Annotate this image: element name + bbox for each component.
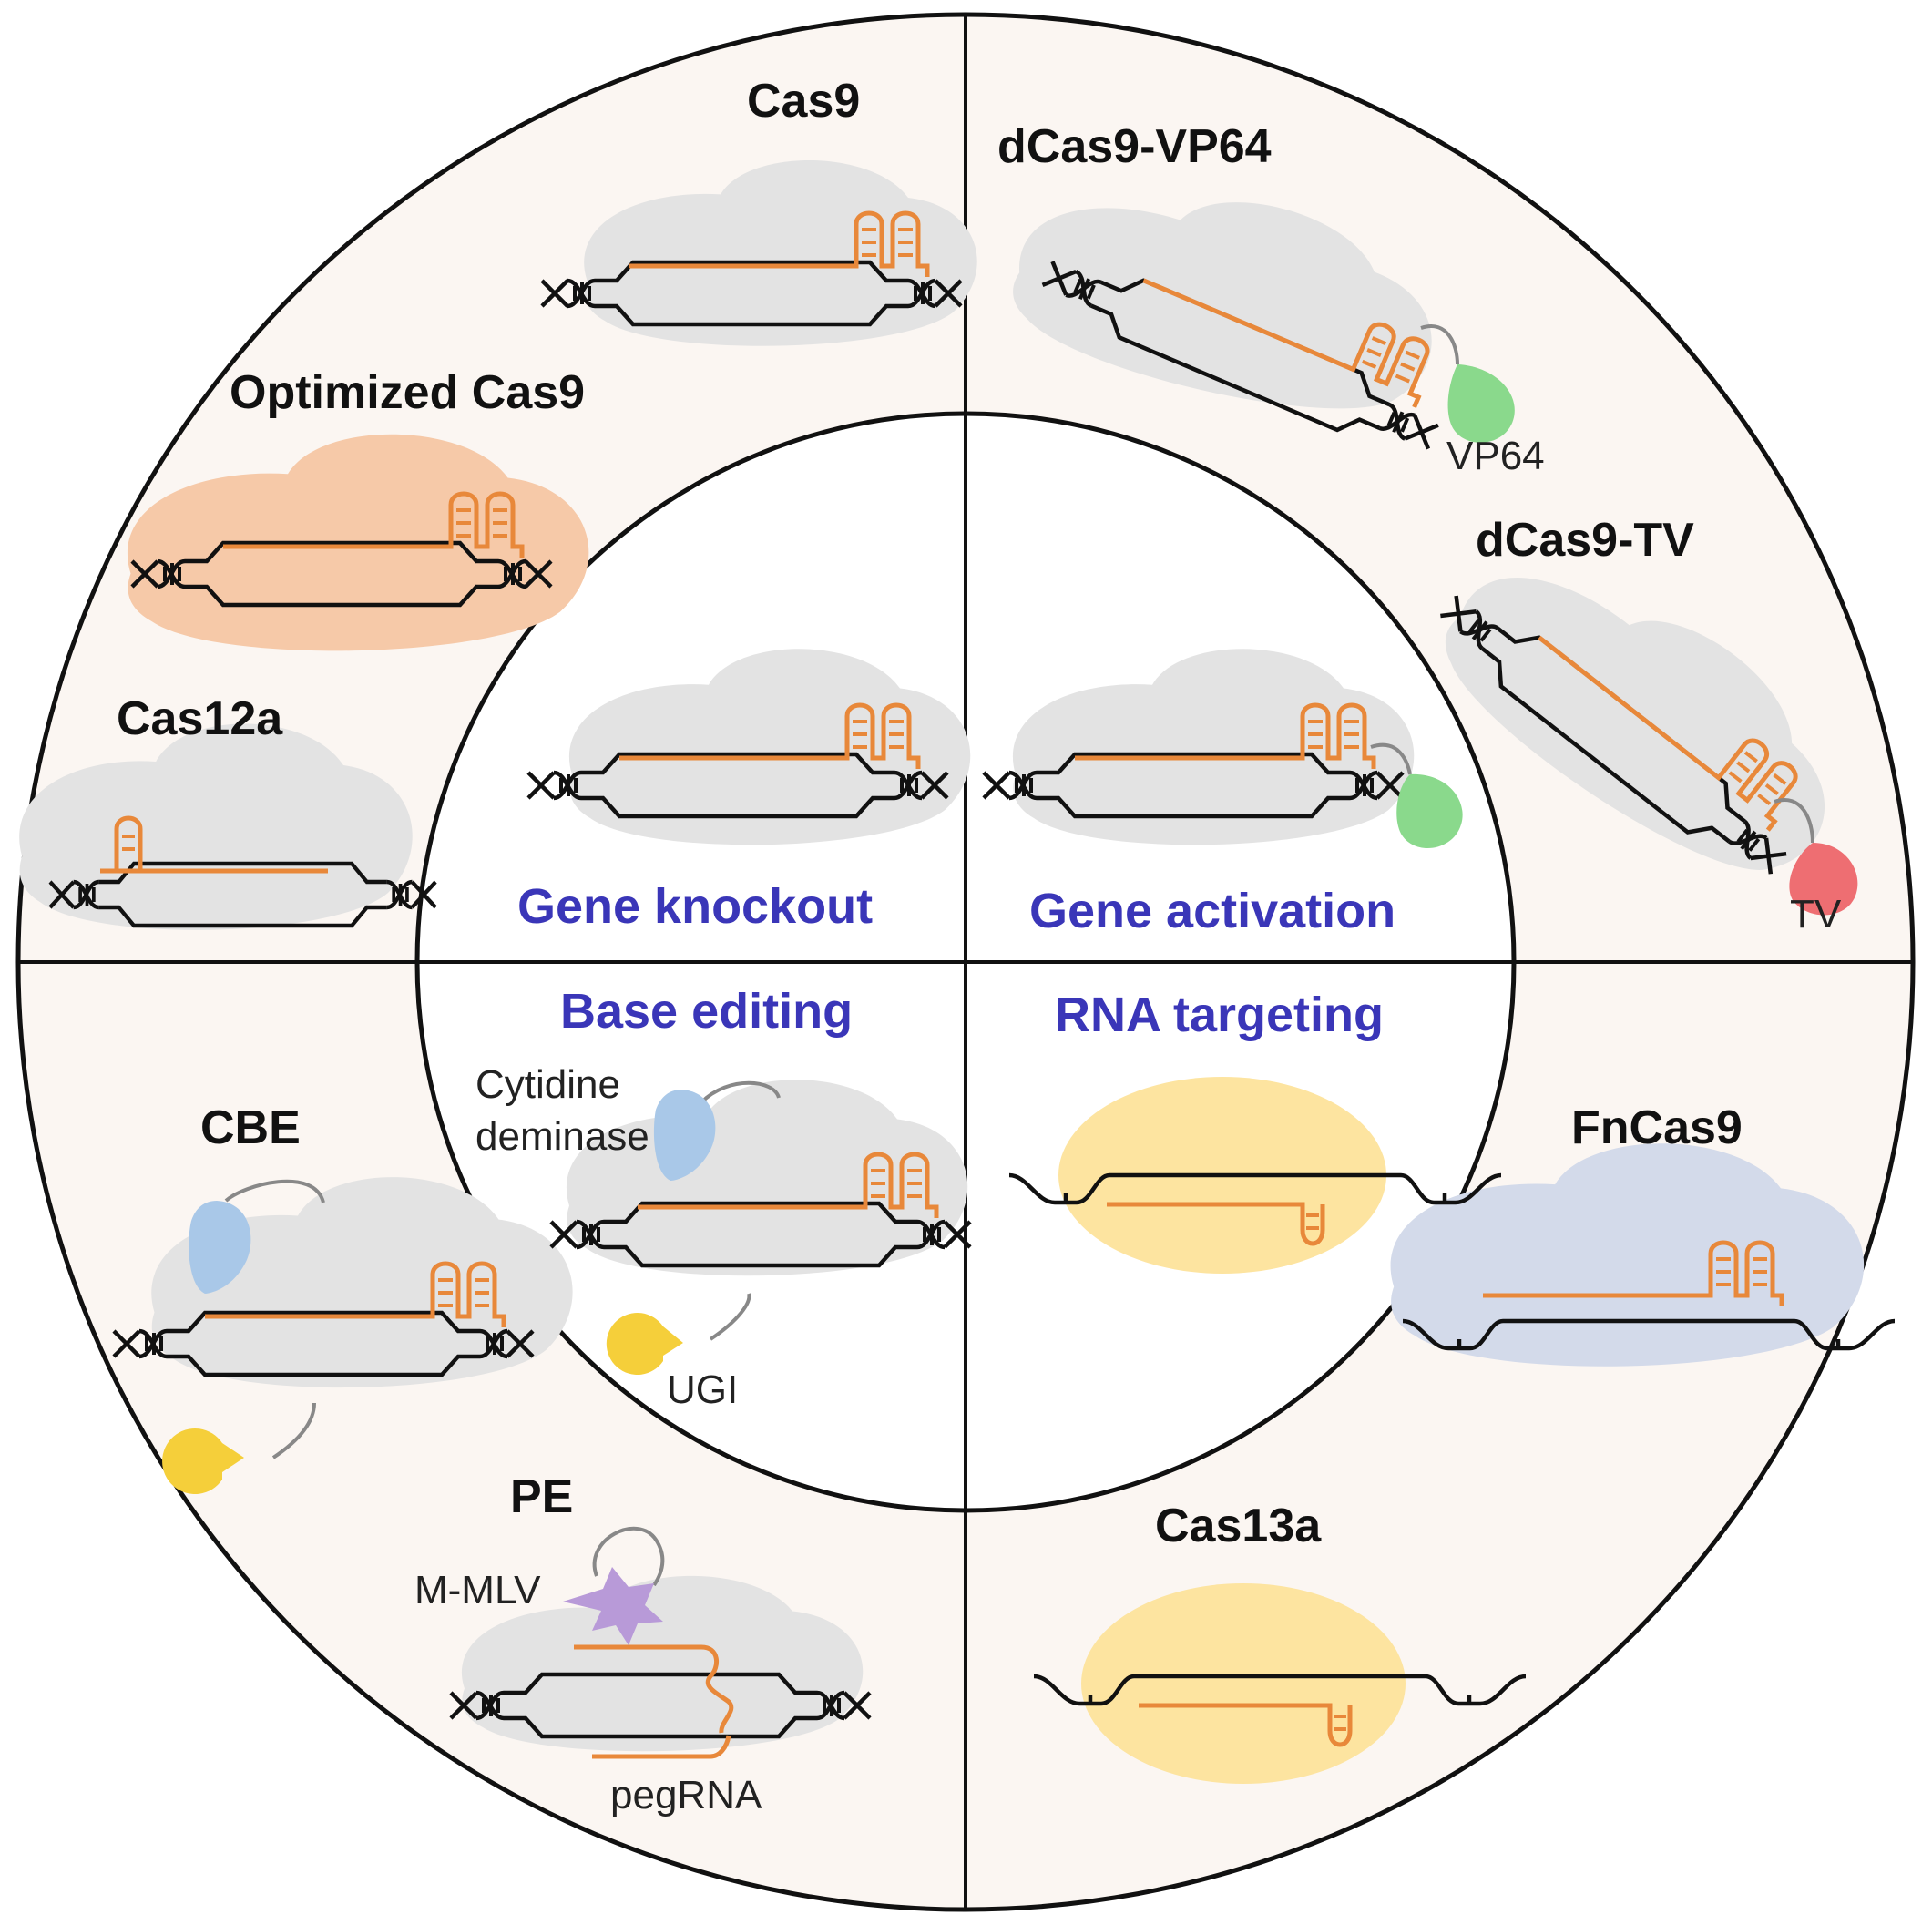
tv-label: TV <box>1790 892 1842 937</box>
pe-illustration <box>451 1526 870 1759</box>
deminase-label: deminase <box>475 1114 649 1159</box>
base-editing-illustration <box>551 1080 970 1375</box>
category-base-editing: Base editing <box>560 984 853 1039</box>
cas12a-illustration <box>19 723 435 930</box>
category-gene-activation: Gene activation <box>1029 884 1395 938</box>
vp64-label: VP64 <box>1446 434 1545 478</box>
cas13a-illustration <box>1034 1583 1526 1784</box>
optimized-cas9-label: Optimized Cas9 <box>230 366 585 419</box>
pe-label: PE <box>510 1470 573 1523</box>
activation-illustration <box>984 649 1463 849</box>
cas9-label: Cas9 <box>747 75 860 128</box>
dcas9-tv-illustration <box>1417 511 1876 916</box>
cas12a-label: Cas12a <box>117 692 283 745</box>
dcas9-tv-label: dCas9-TV <box>1476 514 1694 567</box>
cas13a-label: Cas13a <box>1155 1500 1322 1552</box>
dcas9-vp64-label: dCas9-VP64 <box>997 120 1272 173</box>
dcas9-vp64-illustration <box>999 149 1515 466</box>
cbe-illustration <box>114 1177 573 1495</box>
cytidine-label: Cytidine <box>475 1062 620 1107</box>
pegrna-label: pegRNA <box>610 1773 762 1817</box>
category-rna-targeting: RNA targeting <box>1055 988 1384 1042</box>
mmlv-label: M-MLV <box>414 1568 541 1613</box>
fncas9-label: FnCas9 <box>1571 1101 1743 1154</box>
ugi-label: UGI <box>667 1367 738 1412</box>
cbe-label: CBE <box>200 1101 301 1154</box>
rna-targeting-illustration <box>1009 1077 1501 1274</box>
category-gene-knockout: Gene knockout <box>517 879 873 934</box>
